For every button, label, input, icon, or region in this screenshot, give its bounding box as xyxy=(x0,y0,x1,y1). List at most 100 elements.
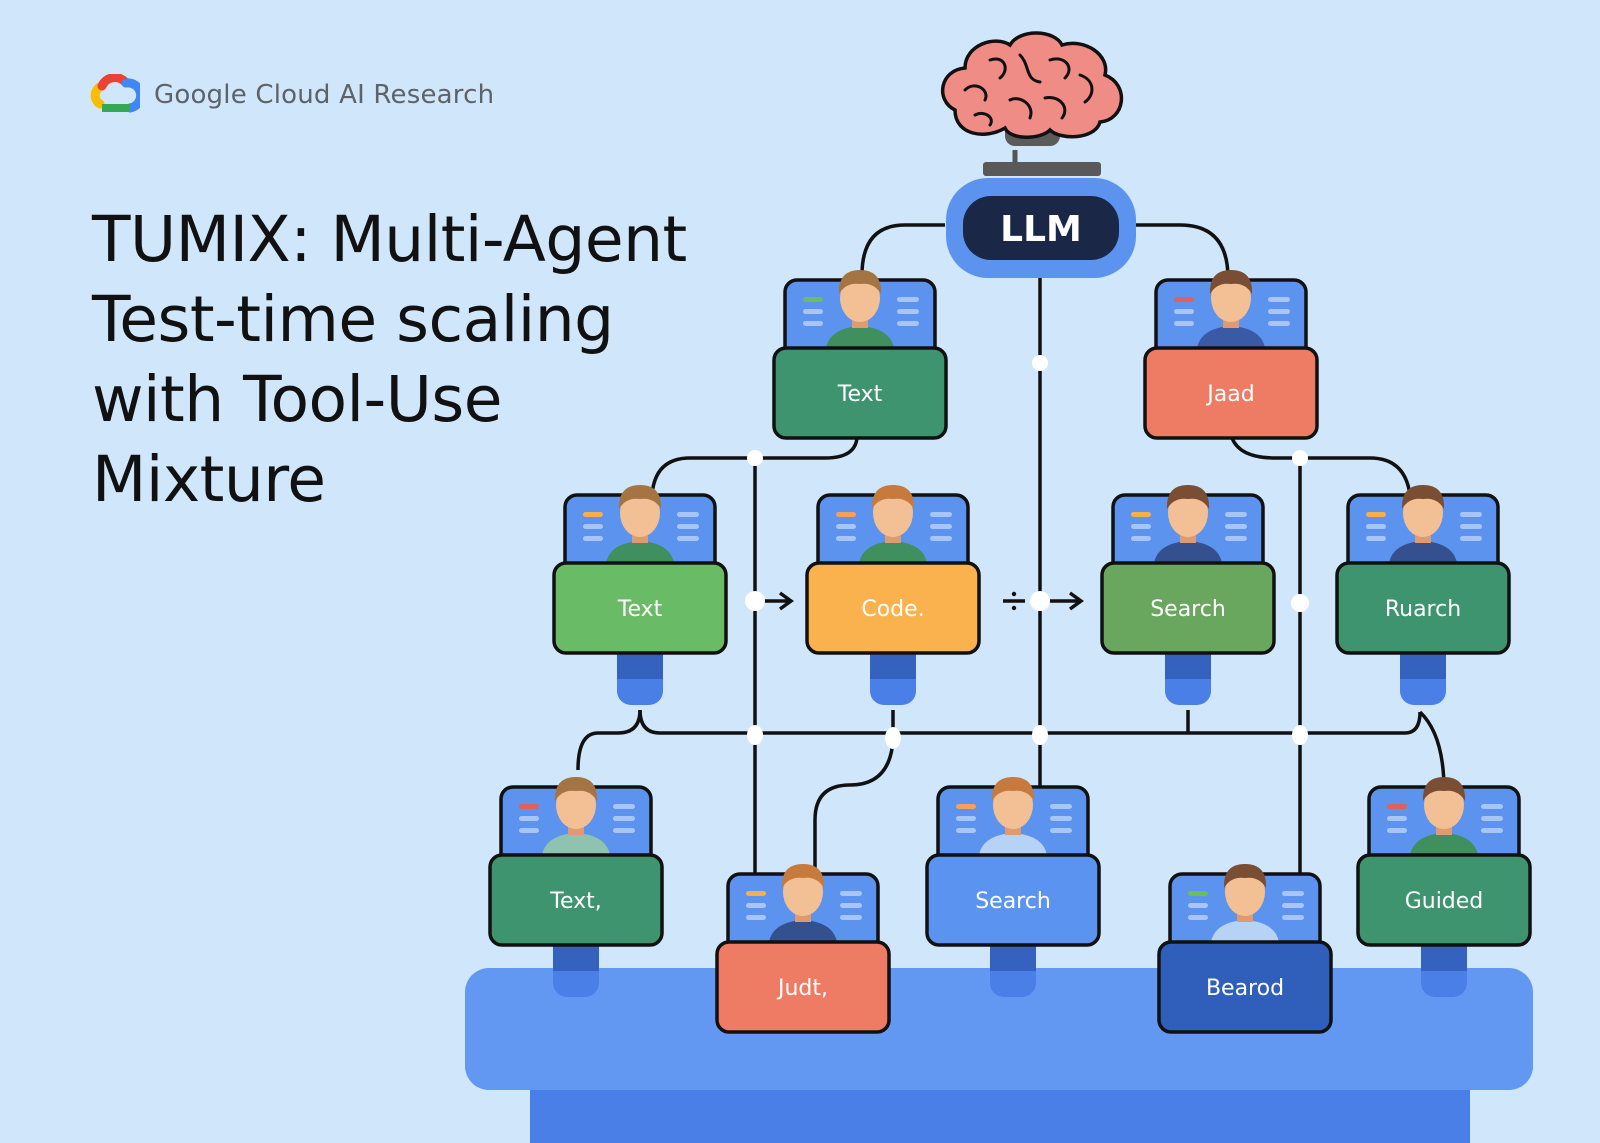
title-line: Mixture xyxy=(92,443,326,516)
text-line-icon xyxy=(519,816,539,821)
agent-card[interactable]: Text xyxy=(772,270,948,440)
agent-card[interactable]: Search xyxy=(1100,485,1276,705)
text-line-icon xyxy=(519,828,539,833)
text-line-icon xyxy=(840,915,862,920)
text-line-icon xyxy=(897,321,919,326)
junction-dot xyxy=(885,727,901,749)
status-stripe xyxy=(956,804,976,809)
text-line-icon xyxy=(677,512,699,517)
text-line-icon xyxy=(897,309,919,314)
text-line-icon xyxy=(1268,321,1290,326)
brand-header: Google Cloud AI Research xyxy=(90,74,494,116)
status-stripe xyxy=(1387,804,1407,809)
agent-label-card xyxy=(772,346,948,440)
page-title: TUMIX: Multi-Agent Test-time scaling wit… xyxy=(92,200,732,520)
text-line-icon xyxy=(1174,321,1194,326)
junction-dot xyxy=(747,450,763,466)
text-line-icon xyxy=(930,524,952,529)
agent-label-card xyxy=(1143,346,1319,440)
agent-card[interactable]: Jaad xyxy=(1143,270,1319,440)
connector xyxy=(650,437,859,496)
junction-dot xyxy=(1292,450,1308,466)
text-line-icon xyxy=(1225,536,1247,541)
avatar-icon xyxy=(1197,270,1265,348)
status-stripe xyxy=(583,512,603,517)
text-line-icon xyxy=(897,297,919,302)
junction-dot xyxy=(1291,594,1309,612)
avatar-icon xyxy=(859,485,927,563)
agent-card[interactable]: Bearod xyxy=(1157,864,1333,1034)
text-line-icon xyxy=(1131,524,1151,529)
text-line-icon xyxy=(1282,915,1304,920)
junction-dot xyxy=(1030,591,1050,611)
text-line-icon xyxy=(746,915,766,920)
text-line-icon xyxy=(677,524,699,529)
status-stripe xyxy=(1174,297,1194,302)
text-line-icon xyxy=(613,804,635,809)
text-line-icon xyxy=(1050,816,1072,821)
agent-label: Guided xyxy=(1405,889,1484,914)
status-stripe xyxy=(1131,512,1151,517)
text-line-icon xyxy=(1225,512,1247,517)
junction-dots xyxy=(745,355,1309,749)
text-line-icon xyxy=(746,903,766,908)
llm-label: LLM xyxy=(1000,209,1082,250)
text-line-icon xyxy=(583,536,603,541)
text-line-icon xyxy=(803,321,823,326)
agent-label: Text xyxy=(617,597,663,622)
text-line-icon xyxy=(613,828,635,833)
status-stripe xyxy=(836,512,856,517)
title-line: TUMIX: Multi-Agent xyxy=(92,203,687,276)
connector xyxy=(1135,223,1230,279)
connector xyxy=(576,709,642,771)
agent-label: Judt, xyxy=(776,976,828,1001)
arrow-icon xyxy=(1050,591,1084,611)
junction-dot xyxy=(747,725,763,745)
avatar-icon xyxy=(1211,864,1279,942)
google-cloud-logo-icon xyxy=(90,74,140,113)
text-line-icon xyxy=(1460,524,1482,529)
status-stripe xyxy=(1366,512,1386,517)
agent-card[interactable]: Text, xyxy=(488,777,664,997)
status-stripe xyxy=(803,297,823,302)
junction-dot xyxy=(1292,725,1308,745)
agent-card[interactable]: Search xyxy=(925,777,1101,997)
brain-icon xyxy=(940,31,1123,176)
agent-label: Search xyxy=(1150,597,1226,622)
junction-dot xyxy=(745,591,765,611)
avatar-icon xyxy=(769,864,837,942)
avatar-icon xyxy=(542,777,610,855)
agent-label: Ruarch xyxy=(1385,597,1461,622)
text-line-icon xyxy=(956,828,976,833)
text-line-icon xyxy=(956,816,976,821)
text-line-icon xyxy=(840,891,862,896)
text-line-icon xyxy=(1268,297,1290,302)
agent-label-card xyxy=(488,853,664,947)
text-line-icon xyxy=(1282,903,1304,908)
agent-card[interactable]: Code. xyxy=(805,485,981,705)
text-line-icon xyxy=(836,536,856,541)
text-line-icon xyxy=(1131,536,1151,541)
avatar-icon xyxy=(1410,777,1478,855)
text-line-icon xyxy=(1282,891,1304,896)
text-line-icon xyxy=(1225,524,1247,529)
text-line-icon xyxy=(1050,828,1072,833)
agent-label: Jaad xyxy=(1205,382,1254,407)
connector xyxy=(1230,437,1412,496)
agent-card[interactable]: Text xyxy=(552,485,728,705)
agent-label: Bearod xyxy=(1206,976,1284,1001)
connector xyxy=(813,739,895,875)
agent-card[interactable]: Judt, xyxy=(715,864,891,1034)
status-stripe xyxy=(1188,891,1208,896)
agent-label-card xyxy=(1335,561,1511,655)
agent-card[interactable]: Guided xyxy=(1356,777,1532,997)
agent-card[interactable]: Ruarch xyxy=(1335,485,1511,705)
avatar-icon xyxy=(1389,485,1457,563)
text-line-icon xyxy=(1366,524,1386,529)
text-line-icon xyxy=(583,524,603,529)
avatar-icon xyxy=(1154,485,1222,563)
text-line-icon xyxy=(1188,915,1208,920)
divide-dot xyxy=(1011,605,1017,611)
